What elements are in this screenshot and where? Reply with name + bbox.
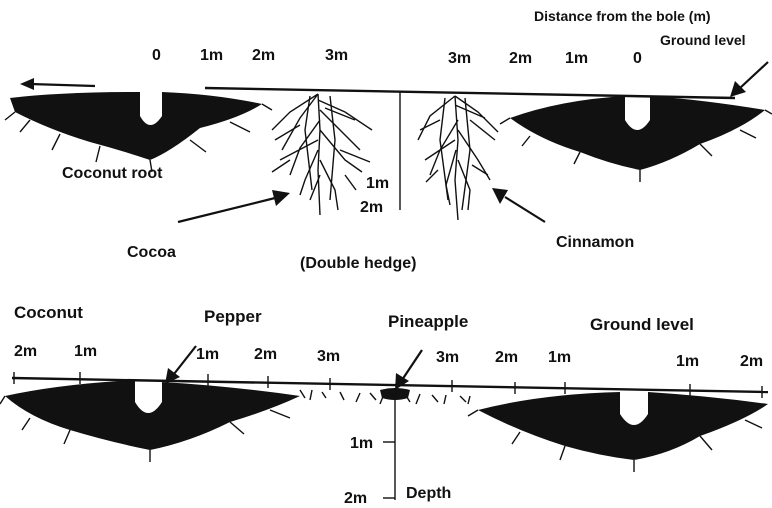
top-ground-level-label: Ground level [660, 32, 746, 48]
bottom-tick-mid-1m: 1m [196, 346, 219, 363]
coconut-label: Coconut [14, 303, 83, 322]
top-tick-right-3m: 3m [448, 50, 471, 67]
bottom-tick-left-2m: 2m [14, 343, 37, 360]
top-tick-left-3m: 3m [325, 47, 348, 64]
bottom-tick-far-1m: 1m [676, 353, 699, 370]
top-panel: Distance from the bole (m) Ground level … [5, 8, 772, 272]
shallow-surface-roots [300, 388, 470, 404]
pineapple-arrow [402, 350, 422, 380]
pepper-arrow [174, 346, 196, 374]
pineapple-arrowhead [395, 373, 409, 390]
top-tick-right-0: 0 [633, 50, 642, 67]
bottom-panel: Coconut Pepper Pineapple Ground level 2m… [0, 303, 768, 507]
pepper-label: Pepper [204, 307, 262, 326]
double-hedge-label: (Double hedge) [300, 255, 416, 272]
top-right-coconut-roots [500, 96, 772, 182]
top-left-arrowhead [20, 78, 34, 90]
bottom-tick-left-1m: 1m [74, 343, 97, 360]
bottom-right-coconut-roots [468, 392, 768, 472]
cinnamon-arrowhead [492, 188, 508, 204]
cocoa-arrow [178, 198, 275, 222]
cocoa-arrowhead [272, 190, 290, 206]
top-left-coconut-roots [5, 92, 272, 172]
coconut-root-label: Coconut root [62, 165, 163, 182]
top-tick-left-1m: 1m [200, 47, 223, 64]
bottom-ground-level-label: Ground level [590, 315, 694, 334]
pineapple-label: Pineapple [388, 312, 468, 331]
ground-level-arrow [740, 62, 768, 88]
bottom-tick-right-1m: 1m [548, 349, 571, 366]
top-tick-right-1m: 1m [565, 50, 588, 67]
cinnamon-arrow [505, 197, 545, 222]
top-tick-right-2m: 2m [509, 50, 532, 67]
cinnamon-label: Cinnamon [556, 234, 634, 251]
bottom-tick-far-2m: 2m [740, 353, 763, 370]
bottom-tick-right-3m: 3m [436, 349, 459, 366]
bottom-left-coconut-roots [0, 380, 300, 462]
top-depth-1m: 1m [366, 175, 389, 192]
top-depth-2m: 2m [360, 199, 383, 216]
bottom-tick-right-2m: 2m [495, 349, 518, 366]
bottom-tick-mid-2m: 2m [254, 346, 277, 363]
depth-label: Depth [406, 485, 451, 502]
distance-from-bole-label: Distance from the bole (m) [534, 8, 711, 24]
top-left-arrow [30, 84, 95, 86]
bottom-tick-mid-3m: 3m [317, 348, 340, 365]
cocoa-roots [272, 94, 372, 215]
cinnamon-roots [418, 96, 498, 220]
bottom-depth-1m: 1m [350, 435, 373, 452]
top-tick-left-0: 0 [152, 47, 161, 64]
cocoa-label: Cocoa [127, 244, 176, 261]
top-tick-left-2m: 2m [252, 47, 275, 64]
bottom-depth-2m: 2m [344, 490, 367, 507]
